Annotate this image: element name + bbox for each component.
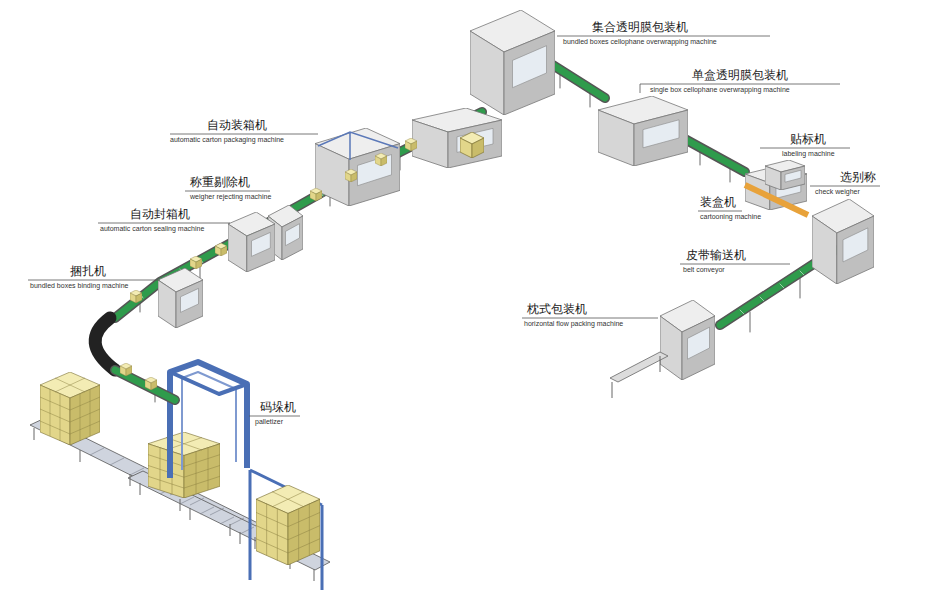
- machine-name: 贴标机: [790, 132, 826, 146]
- machine-name-en: cartooning machine: [700, 213, 761, 221]
- machine-name-en: automatic carton sealing machine: [100, 225, 204, 233]
- machine-name: 单盒透明膜包装机: [692, 68, 788, 82]
- machine-name-en: weigher rejecting machine: [190, 193, 271, 201]
- machine-name: 枕式包装机: [527, 302, 587, 316]
- belt-conveyor: [95, 62, 835, 402]
- machine-name: 码垛机: [260, 400, 296, 414]
- machine-name: 自动封箱机: [130, 207, 190, 221]
- carton-box: [120, 132, 484, 390]
- machine-name-en: check weigher: [815, 188, 860, 196]
- machine-name-en: horizontal flow packing machine: [524, 320, 623, 328]
- machine-name: 自动装箱机: [207, 118, 267, 132]
- machine-name: 选别称: [840, 170, 876, 184]
- machine-name: 称重剔除机: [190, 175, 250, 189]
- machine-name: 捆扎机: [70, 264, 106, 278]
- machine-name-en: belt conveyor: [683, 266, 725, 274]
- machine-name-en: bundled boxes binding machine: [30, 282, 128, 290]
- machines: [158, 10, 874, 398]
- machine-name-en: palletizer: [255, 418, 283, 426]
- pallet-stack: [40, 372, 322, 590]
- machine-name-en: single box cellophane overwrapping machi…: [650, 86, 790, 94]
- leader-line: [28, 36, 880, 416]
- machine-name: 皮带输送机: [686, 248, 746, 262]
- machine-name-en: bundled boxes cellophane overwrapping ma…: [563, 38, 717, 46]
- machine-name-en: automatic carton packaging machine: [170, 136, 284, 144]
- machine-name-en: labeling machine: [782, 150, 835, 158]
- machine-name: 装盒机: [700, 195, 736, 209]
- machine-name: 集合透明膜包装机: [592, 20, 688, 34]
- palletizer-frame: [170, 362, 247, 478]
